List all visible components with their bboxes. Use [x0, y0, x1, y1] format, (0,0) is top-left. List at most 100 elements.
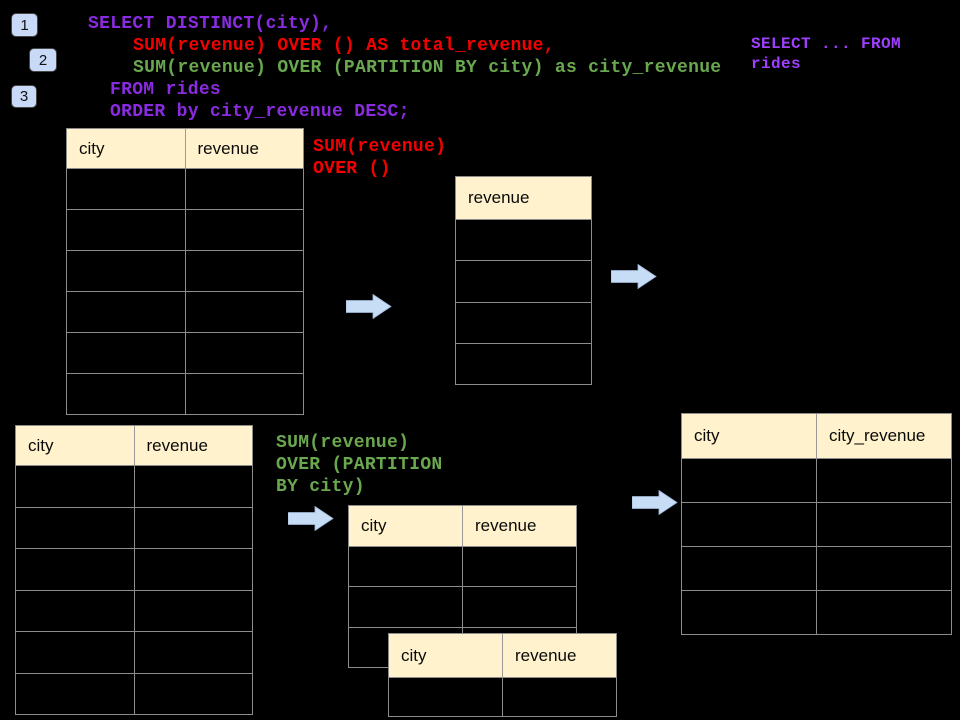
arrow-right-icon	[611, 264, 657, 289]
annotation-total-revenue: SUM(revenue) OVER ()	[313, 137, 447, 179]
column-header-city-revenue: city_revenue	[816, 414, 951, 458]
table-row	[682, 502, 951, 546]
table-row	[67, 332, 303, 373]
sql-line-select: SELECT DISTINCT(city),	[88, 14, 333, 34]
table-cell-empty	[133, 466, 253, 507]
table-row	[456, 220, 591, 260]
table-row	[16, 466, 252, 507]
table-cell-empty	[456, 344, 591, 384]
table-row	[67, 209, 303, 250]
table-source-top: city revenue	[66, 128, 304, 415]
arrow-right-icon	[346, 294, 392, 319]
arrow-right-icon	[288, 506, 334, 531]
column-header-revenue: revenue	[184, 129, 304, 168]
table-cell-empty	[349, 547, 462, 586]
table-row	[456, 301, 591, 343]
column-header-city: city	[79, 138, 105, 158]
table-cell-empty	[67, 374, 185, 414]
arrow-right-icon	[632, 490, 678, 515]
table-header-row: city revenue	[389, 634, 616, 678]
sql-line-sum-partition: SUM(revenue) OVER (PARTITION BY city) as…	[133, 58, 722, 78]
table-cell-empty	[502, 678, 616, 716]
table-body	[389, 678, 616, 716]
table-cell-empty	[184, 292, 304, 332]
column-header-city: city	[694, 426, 720, 445]
table-cell-empty	[133, 590, 253, 631]
column-header-revenue: revenue	[133, 426, 253, 465]
annotation-partition-by-city: SUM(revenue) OVER (PARTITION BY city)	[276, 433, 443, 497]
table-row	[682, 590, 951, 634]
table-header-row: city revenue	[16, 426, 252, 466]
table-row	[67, 250, 303, 291]
table-cell-empty	[816, 503, 951, 546]
table-cell-empty	[462, 547, 576, 587]
table-cell-empty	[456, 220, 591, 260]
table-cell-empty	[816, 547, 951, 590]
table-body	[16, 466, 252, 714]
table-result: city city_revenue	[681, 413, 952, 635]
table-cell-empty	[682, 503, 816, 546]
table-cell-empty	[67, 251, 185, 291]
table-row	[67, 169, 303, 209]
step-badge-2: 2	[29, 48, 57, 72]
table-body	[682, 459, 951, 634]
step-badge-3: 3	[11, 85, 37, 108]
table-cell-empty	[349, 587, 462, 626]
table-cell-empty	[16, 508, 134, 549]
table-row	[349, 547, 576, 587]
sql-line-order-by: ORDER by city_revenue DESC;	[110, 102, 410, 122]
table-row	[456, 260, 591, 301]
table-cell-empty	[16, 549, 134, 590]
table-cell-empty	[456, 303, 591, 343]
sql-line-from: FROM rides	[110, 80, 222, 100]
table-cell-empty	[184, 169, 304, 209]
table-total-revenue: revenue	[455, 176, 592, 385]
table-row	[16, 548, 252, 590]
table-partition-back: city revenue	[348, 505, 577, 668]
table-cell-empty	[682, 459, 816, 502]
table-source-bottom: city revenue	[15, 425, 253, 715]
table-row	[16, 506, 253, 549]
column-header-revenue: revenue	[502, 634, 616, 677]
table-cell-empty	[462, 587, 576, 627]
table-header-row: revenue	[456, 177, 591, 220]
table-cell-empty	[184, 251, 304, 291]
sql-line-sum-over: SUM(revenue) OVER () AS total_revenue,	[133, 36, 555, 56]
table-cell-empty	[67, 292, 185, 332]
table-row	[682, 546, 951, 590]
table-cell-empty	[184, 210, 304, 250]
column-header-revenue: revenue	[468, 188, 530, 207]
table-cell-empty	[133, 673, 253, 714]
table-cell-empty	[133, 632, 253, 673]
table-cell-empty	[816, 459, 951, 502]
table-cell-empty	[16, 466, 134, 507]
column-header-city: city	[401, 645, 427, 665]
table-partition-front: city revenue	[388, 633, 617, 717]
table-cell-empty	[682, 591, 816, 634]
table-row	[349, 586, 576, 627]
column-header-revenue: revenue	[462, 506, 576, 546]
table-row	[389, 678, 616, 716]
table-cell-empty	[67, 210, 185, 250]
table-cell-empty	[816, 591, 951, 634]
table-cell-empty	[16, 591, 134, 632]
table-body	[456, 220, 591, 384]
table-cell-empty	[389, 678, 502, 716]
table-cell-empty	[133, 507, 253, 548]
table-row	[682, 459, 951, 502]
table-cell-empty	[67, 333, 185, 373]
table-cell-empty	[682, 547, 816, 590]
table-header-row: city revenue	[349, 506, 576, 547]
table-cell-empty	[16, 674, 134, 715]
table-row	[456, 342, 591, 384]
table-cell-empty	[16, 632, 134, 673]
table-header-row: city city_revenue	[682, 414, 951, 459]
table-row	[67, 291, 303, 332]
table-cell-empty	[456, 261, 591, 301]
table-row	[16, 589, 253, 632]
step-badge-1: 1	[11, 13, 38, 37]
table-cell-empty	[67, 169, 185, 209]
table-cell-empty	[184, 374, 304, 414]
table-body	[67, 169, 303, 414]
